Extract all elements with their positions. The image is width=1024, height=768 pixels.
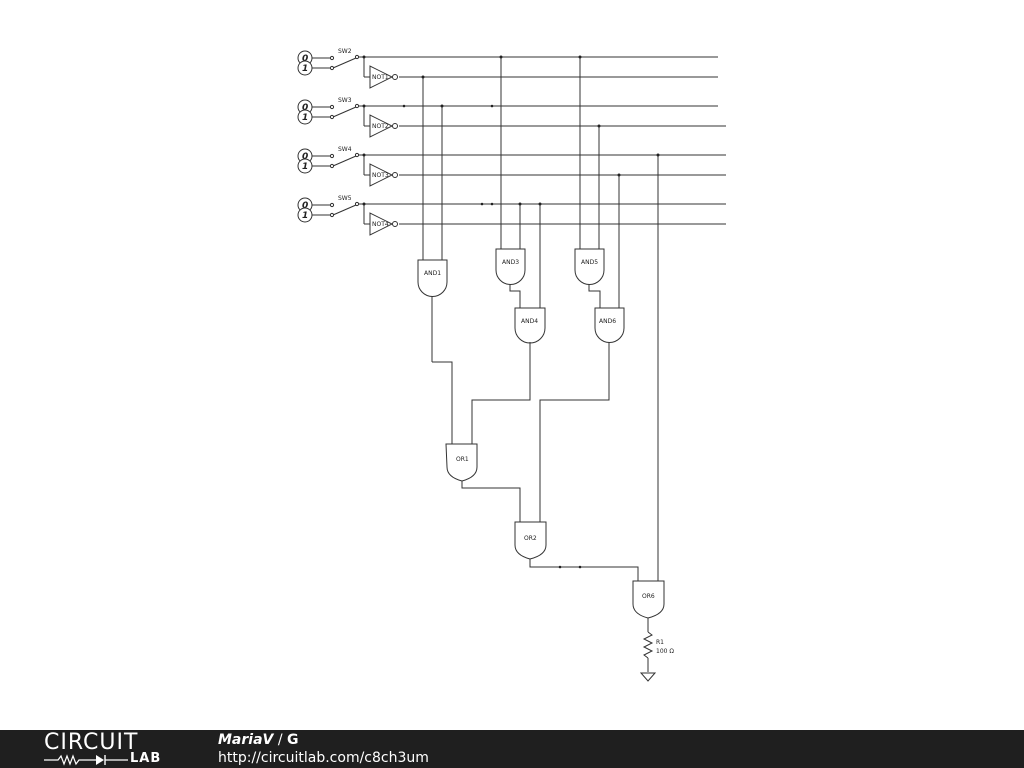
and-gate-and6: AND6 <box>539 307 625 524</box>
switch-label: SW5 <box>338 195 352 202</box>
resistor-r1: R1 100 Ω <box>642 618 674 672</box>
and-gate-label: AND1 <box>424 270 441 277</box>
inverter-not2: NOT2 <box>369 114 398 138</box>
inverter-label: NOT2 <box>372 123 389 130</box>
logo-waveform-icon <box>44 754 128 766</box>
or-gate-or6: OR6 <box>632 580 665 619</box>
and-gate-label: AND3 <box>502 259 519 266</box>
switch-state-0: 0 <box>302 54 308 64</box>
switch-state-1: 1 <box>302 162 308 172</box>
circuit-url-link[interactable]: http://circuitlab.com/c8ch3um <box>218 750 429 766</box>
switch-sw5: 0 1 SW5 <box>297 195 365 223</box>
inverter-not3: NOT3 <box>369 163 398 187</box>
ground-symbol <box>639 672 657 682</box>
inverter-not1: NOT1 <box>369 65 398 89</box>
and-gate-and3: AND3 <box>495 248 526 308</box>
and-gate-label: AND4 <box>521 318 538 325</box>
and-gate-label: AND5 <box>581 259 598 266</box>
inverter-label: NOT4 <box>372 221 389 228</box>
circuit-schematic: 0 1 SW2 0 1 SW3 0 1 SW4 0 1 <box>297 48 726 682</box>
inverter-not4: NOT4 <box>369 212 398 236</box>
and-gate-and5: AND5 <box>574 248 605 308</box>
switch-state-0: 0 <box>302 103 308 113</box>
switch-sw3: 0 1 SW3 <box>297 97 365 125</box>
or-gate-or2: OR2 <box>514 521 639 584</box>
switch-state-0: 0 <box>302 201 308 211</box>
inverter-label: NOT3 <box>372 172 389 179</box>
footer-bar: CIRCUIT LAB MariaV / G http://circuitlab… <box>0 730 1024 768</box>
input-rails <box>362 55 726 225</box>
logo-text-circuit: CIRCUIT <box>44 730 139 755</box>
tap-wires <box>402 55 660 584</box>
logo-text-lab: LAB <box>130 751 162 766</box>
switch-label: SW3 <box>338 97 352 104</box>
switch-state-1: 1 <box>302 113 308 123</box>
byline-separator: / <box>273 732 287 748</box>
or-gate-label: OR2 <box>524 535 537 542</box>
switch-sw4: 0 1 SW4 <box>297 146 365 174</box>
switch-label: SW4 <box>338 146 352 153</box>
circuit-byline: MariaV / G <box>218 732 299 748</box>
or-gate-label: OR1 <box>456 456 469 463</box>
or-gate-or1: OR1 <box>432 361 521 524</box>
switch-label: SW2 <box>338 48 352 55</box>
circuit-title[interactable]: G <box>287 732 299 748</box>
and-gate-and4: AND4 <box>471 307 546 446</box>
or-gate-label: OR6 <box>642 593 655 600</box>
circuitlab-logo[interactable]: CIRCUIT LAB <box>44 732 174 766</box>
and-gate-label: AND6 <box>599 318 616 325</box>
resistor-label: R1 <box>656 639 664 646</box>
resistor-value: 100 Ω <box>656 648 674 655</box>
switch-state-1: 1 <box>302 211 308 221</box>
switch-state-1: 1 <box>302 64 308 74</box>
and-gate-and1: AND1 <box>417 259 448 362</box>
switch-sw2: 0 1 SW2 <box>297 48 365 76</box>
switch-state-0: 0 <box>302 152 308 162</box>
inverter-label: NOT1 <box>372 74 389 81</box>
author-link[interactable]: MariaV <box>218 732 274 748</box>
